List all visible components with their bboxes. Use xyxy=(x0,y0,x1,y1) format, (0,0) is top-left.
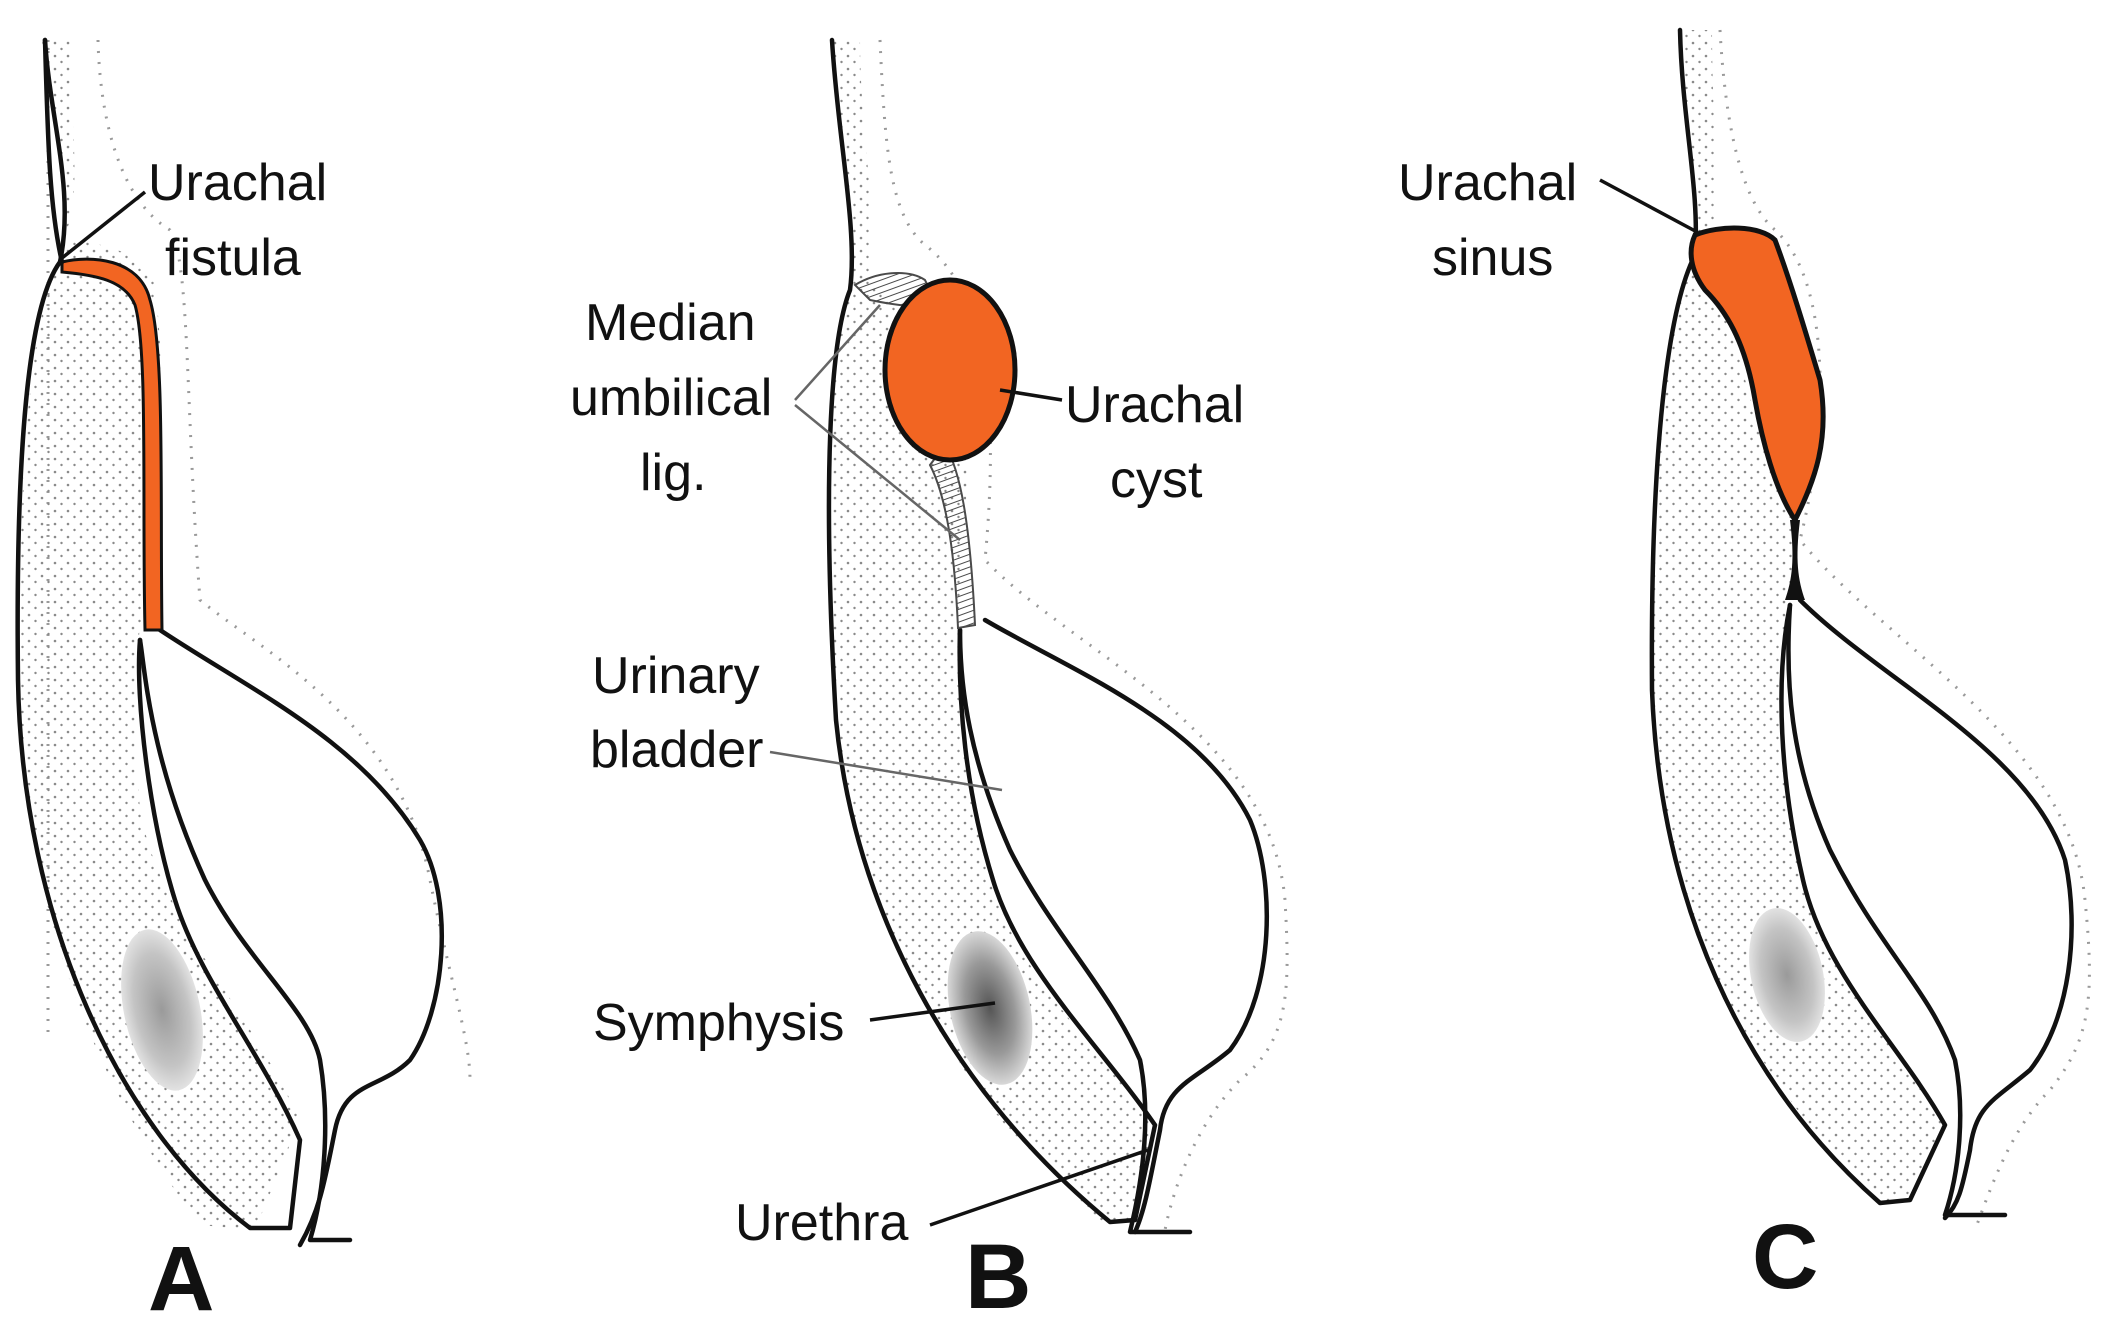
panel-a-label-line1: Urachal xyxy=(148,154,327,212)
panel-a-label-line2: fistula xyxy=(165,229,301,287)
panel-b-bladder-outer xyxy=(982,617,1270,1235)
panel-c-bladder-inner xyxy=(1786,602,2008,1218)
urachal-remnant-cord xyxy=(1785,520,1805,600)
panel-c-skin-dots xyxy=(1718,29,2091,1231)
panel-b-letter: B xyxy=(965,1226,1031,1325)
urachal-fistula-tract xyxy=(60,257,164,632)
median-label-line2: umbilical xyxy=(570,369,772,427)
median-label-line1: Median xyxy=(585,294,756,352)
panel-b-bladder-inner xyxy=(957,627,1193,1235)
panel-c-symphysis xyxy=(1749,908,1825,1042)
panel-c-bladder-outer xyxy=(1797,597,2074,1221)
panel-c-letter: C xyxy=(1752,1206,1818,1308)
cyst-label-line2: cyst xyxy=(1110,451,1203,509)
symphysis-label: Symphysis xyxy=(593,994,844,1052)
panel-c-wall-stipple xyxy=(1650,30,1945,1200)
panel-a-wall-stipple xyxy=(19,40,300,1230)
panel-c-leader xyxy=(1599,178,1698,234)
panel-a-bladder-outer xyxy=(157,627,445,1248)
urachal-sinus xyxy=(1688,225,1826,525)
panel-b: Median umbilical lig. Urachal cyst Urina… xyxy=(570,37,1289,1328)
panel-a-symphysis xyxy=(121,929,203,1091)
panel-b-symphysis xyxy=(947,931,1033,1085)
urethra-label: Urethra xyxy=(735,1194,908,1252)
urethra-leader xyxy=(929,1148,1149,1227)
panel-a-bladder-inner xyxy=(137,637,353,1243)
cyst-label-line1: Urachal xyxy=(1065,376,1244,434)
panel-a: Urachal fistula A xyxy=(15,37,472,1330)
panel-b-wall-outline xyxy=(826,37,1158,1225)
panel-c-label-line2: sinus xyxy=(1432,229,1553,287)
panel-a-leader xyxy=(60,190,147,260)
median-lig-leader xyxy=(794,304,961,541)
bladder-leader xyxy=(769,750,1003,792)
panel-c-label-line1: Urachal xyxy=(1398,154,1577,212)
bladder-label-line2: bladder xyxy=(590,721,763,779)
median-umbilical-ligament-lower xyxy=(928,443,977,630)
panel-a-letter: A xyxy=(148,1228,214,1325)
panel-a-skin-line xyxy=(42,37,65,265)
urachal-cyst xyxy=(882,277,1018,463)
cyst-leader xyxy=(999,388,1063,402)
panel-c: Urachal sinus C xyxy=(1398,27,2091,1308)
symphysis-leader xyxy=(869,1001,996,1022)
median-label-line3: lig. xyxy=(640,444,706,502)
bladder-label-line1: Urinary xyxy=(592,647,760,705)
